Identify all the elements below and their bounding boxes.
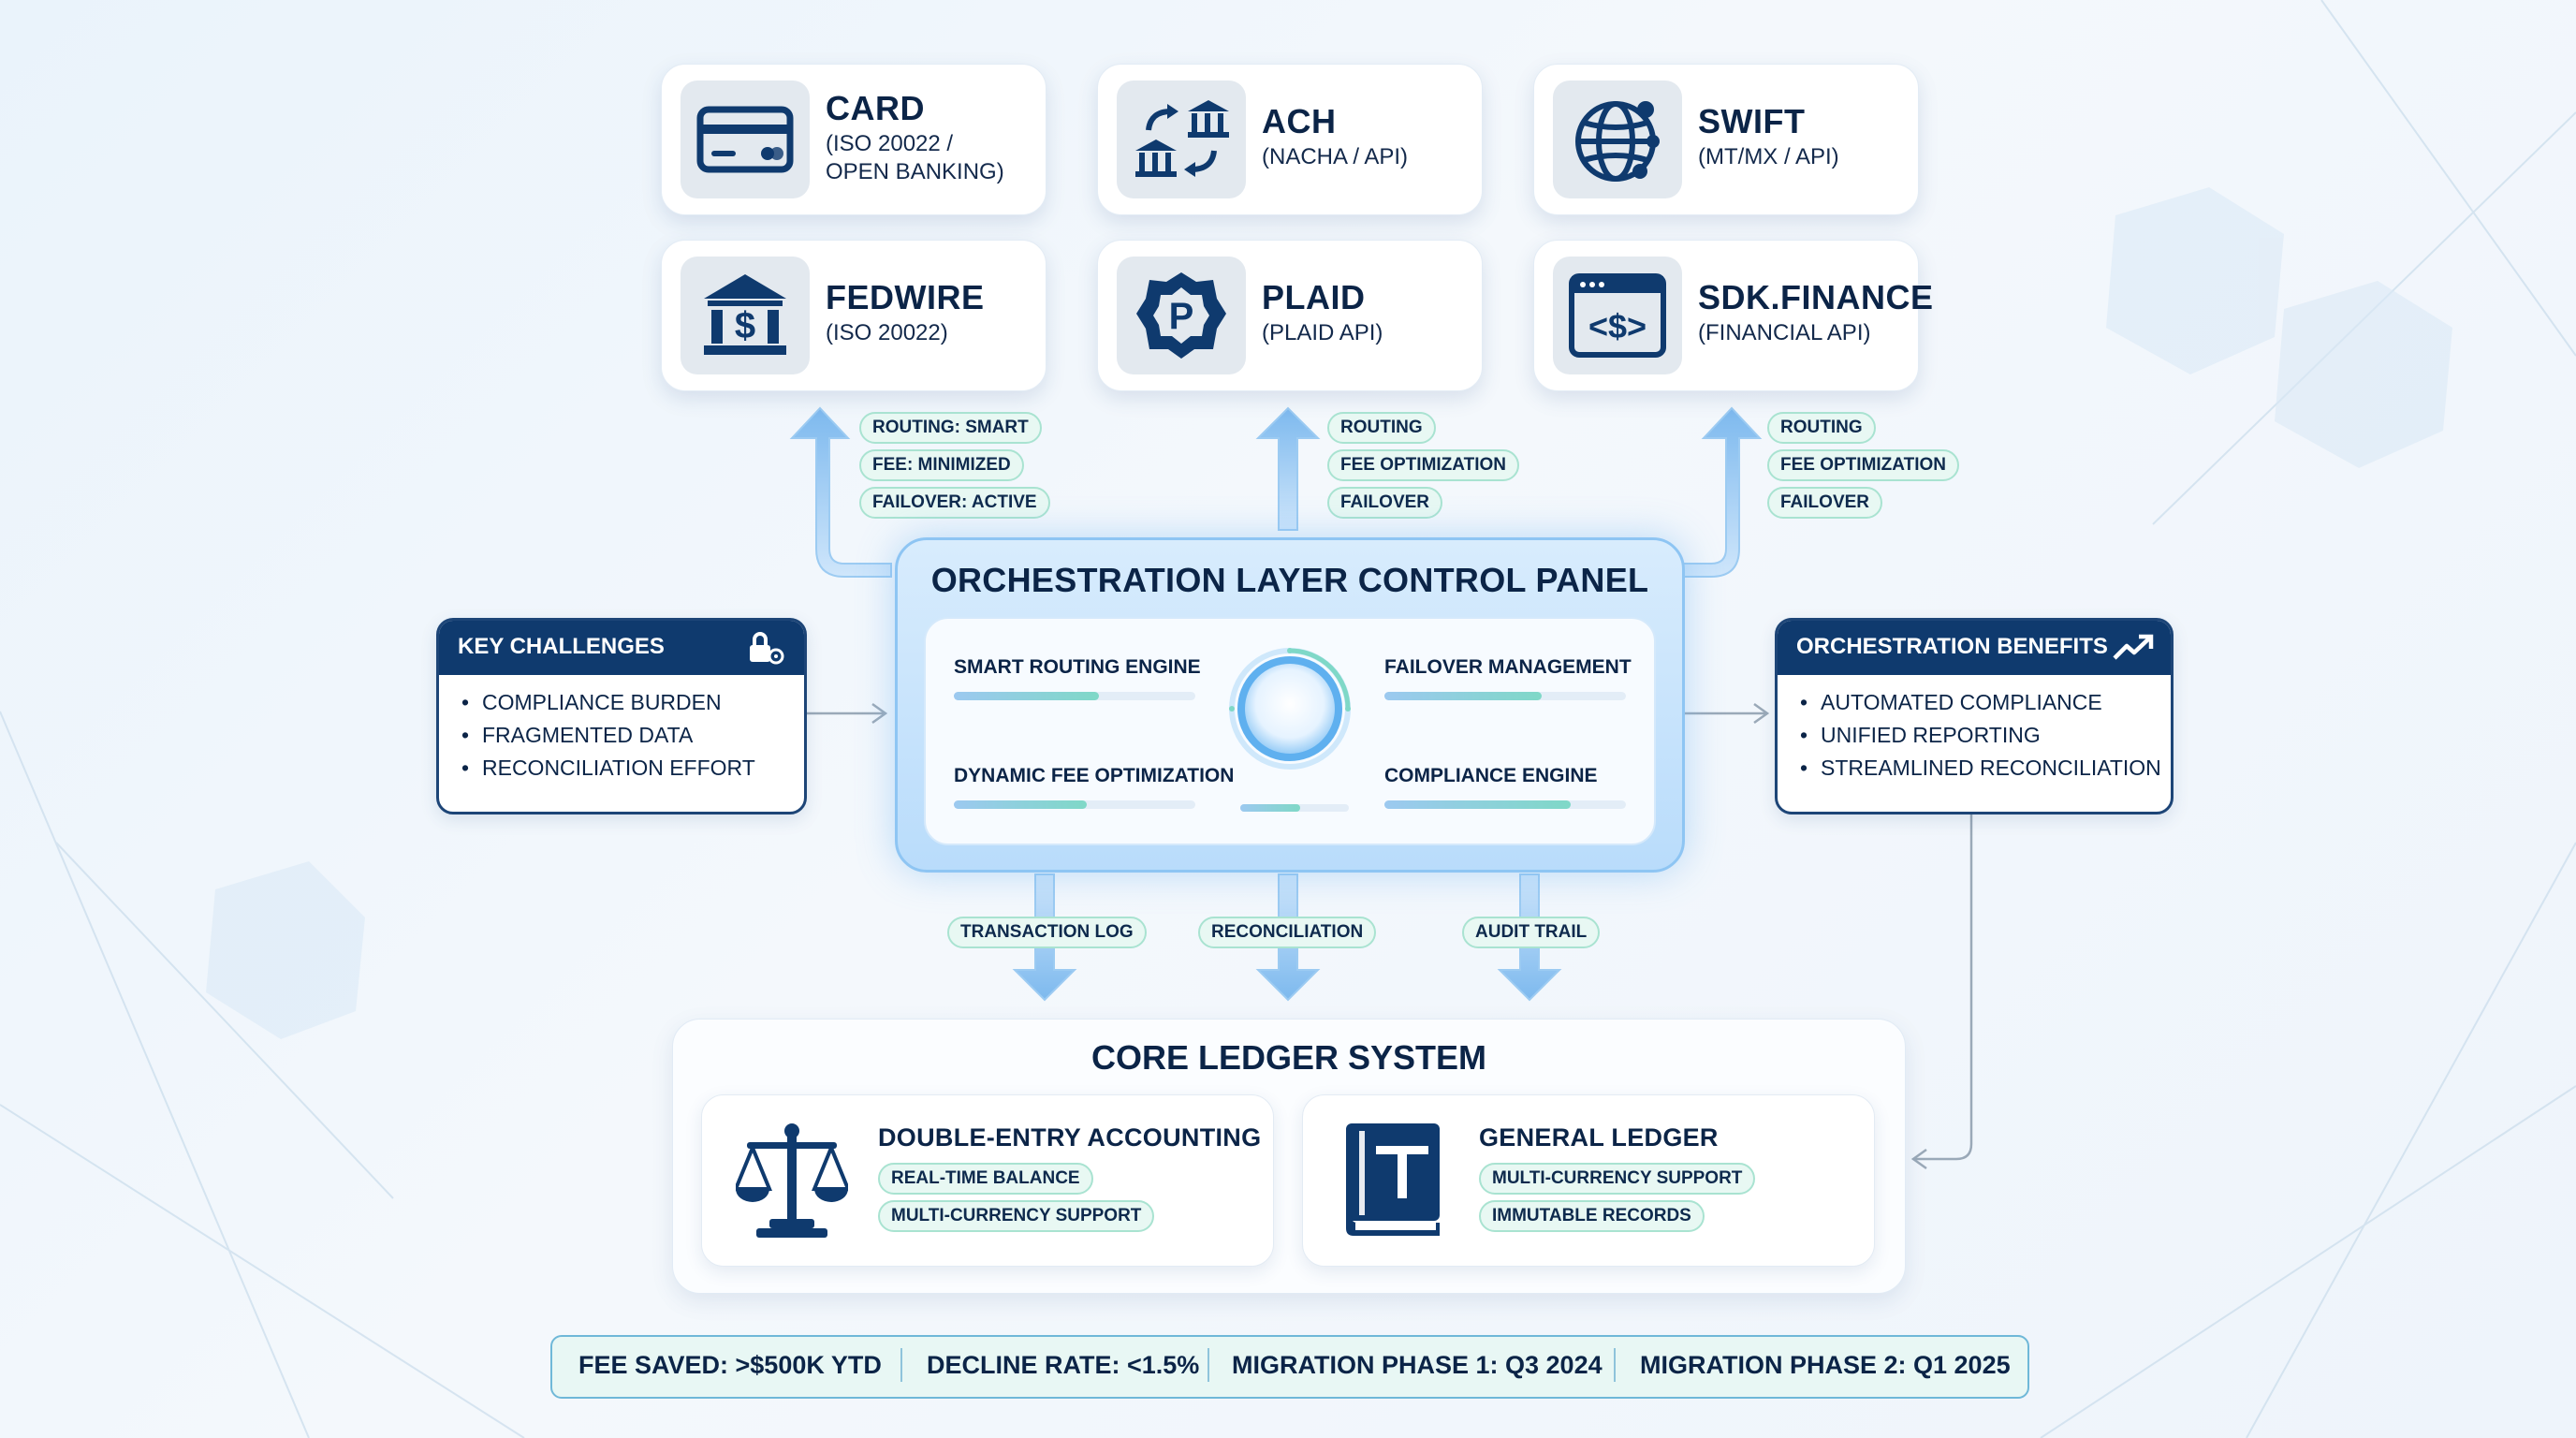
tag-immutable-records: IMMUTABLE RECORDS (1479, 1200, 1705, 1232)
double-entry-card: DOUBLE-ENTRY ACCOUNTING REAL-TIME BALANC… (701, 1094, 1274, 1267)
rail-subtitle: (ISO 20022) (826, 320, 948, 345)
list-item: AUTOMATED COMPLIANCE (1800, 686, 2161, 719)
orchestration-core-ring-icon (1229, 648, 1351, 770)
tag-multi-currency-support-gl: MULTI-CURRENCY SUPPORT (1479, 1163, 1756, 1195)
list-item: RECONCILIATION EFFORT (461, 752, 755, 785)
key-challenges-title: KEY CHALLENGES (458, 634, 665, 659)
bar-fill (954, 800, 1087, 809)
rail-name: ACH (1262, 102, 1337, 140)
rail-name: SWIFT (1698, 102, 1806, 140)
orchestration-benefits-list: AUTOMATED COMPLIANCEUNIFIED REPORTINGSTR… (1778, 686, 2161, 785)
up-tag: FAILOVER (1327, 487, 1443, 519)
rail-card-sdk-finance: <$> SDK.FINANCE (FINANCIAL API) (1533, 240, 1933, 391)
rail-name: SDK.FINANCE (1698, 278, 1934, 316)
orchestration-control-panel: ORCHESTRATION LAYER CONTROL PANEL SMART … (895, 537, 1685, 873)
key-challenges-box: KEY CHALLENGES COMPLIANCE BURDENFRAGMENT… (436, 618, 807, 814)
down-tag-audit-trail: AUDIT TRAIL (1462, 917, 1601, 948)
plaid-logo-icon: P (1117, 257, 1246, 374)
code-dollar-window-icon: <$> (1553, 257, 1682, 374)
card-icon (681, 81, 810, 198)
rail-name: PLAID (1262, 278, 1366, 316)
double-entry-title: DOUBLE-ENTRY ACCOUNTING (878, 1123, 1262, 1152)
up-tag: ROUTING (1327, 412, 1436, 444)
up-tag: FAILOVER (1767, 487, 1883, 519)
core-ledger-system: CORE LEDGER SYSTEM DOUBLE-ENTRY ACCOUNTI… (672, 1019, 1906, 1294)
rail-name: CARD (826, 89, 925, 127)
engine-bar-compliance (1384, 800, 1626, 809)
up-tag: FEE OPTIMIZATION (1767, 449, 1959, 481)
engine-bar-smart-routing (954, 692, 1195, 700)
rail-card-plaid: P PLAID (PLAID API) (1097, 240, 1483, 391)
rail-card-ach: ACH (NACHA / API) (1097, 64, 1483, 215)
svg-text:$: $ (735, 305, 755, 346)
rail-card-swift: SWIFT (MT/MX / API) (1533, 64, 1919, 215)
engine-label-failover: FAILOVER MANAGEMENT (1384, 656, 1632, 678)
list-item: FRAGMENTED DATA (461, 719, 755, 752)
rail-subtitle: (ISO 20022 / (826, 131, 954, 156)
orchestration-benefits-box: ORCHESTRATION BENEFITS AUTOMATED COMPLIA… (1775, 618, 2174, 814)
rail-name: FEDWIRE (826, 278, 985, 316)
panel-title: ORCHESTRATION LAYER CONTROL PANEL (930, 561, 1649, 599)
ledger-book-icon (1346, 1123, 1440, 1236)
engine-label-compliance: COMPLIANCE ENGINE (1384, 765, 1598, 786)
tag-multi-currency-support: MULTI-CURRENCY SUPPORT (878, 1200, 1155, 1232)
engine-label-dynamic-fee: DYNAMIC FEE OPTIMIZATION (954, 765, 1235, 786)
core-progress-bar (1240, 804, 1349, 812)
stats-bar: FEE SAVED: >$500K YTD DECLINE RATE: <1.5… (550, 1335, 2029, 1399)
tag-real-time-balance: REAL-TIME BALANCE (878, 1163, 1093, 1195)
stat-decline-rate: DECLINE RATE: <1.5% (927, 1351, 1200, 1379)
globe-network-icon (1553, 81, 1682, 198)
engine-bar-failover (1384, 692, 1626, 700)
list-item: COMPLIANCE BURDEN (461, 686, 755, 719)
panel-inner: SMART ROUTING ENGINE FAILOVER MANAGEMENT… (924, 617, 1656, 845)
rail-card-card: CARD (ISO 20022 / OPEN BANKING) (661, 64, 1046, 215)
general-ledger-title: GENERAL LEDGER (1479, 1123, 1719, 1152)
rail-subtitle: (NACHA / API) (1262, 144, 1409, 169)
down-tag-transaction-log: TRANSACTION LOG (947, 917, 1147, 948)
rail-subtitle: (FINANCIAL API) (1698, 320, 1871, 345)
bar-fill (1384, 800, 1571, 809)
scales-icon (736, 1123, 848, 1238)
stat-fee-saved: FEE SAVED: >$500K YTD (578, 1351, 882, 1379)
svg-text:<$>: <$> (1588, 307, 1647, 345)
ledger-title: CORE LEDGER SYSTEM (1090, 1038, 1487, 1077)
rail-card-fedwire: $ FEDWIRE (ISO 20022) (661, 240, 1046, 391)
bank-transfer-icon (1117, 81, 1246, 198)
key-challenges-list: COMPLIANCE BURDENFRAGMENTED DATARECONCIL… (439, 686, 755, 785)
rail-subtitle: (MT/MX / API) (1698, 144, 1839, 169)
list-item: UNIFIED REPORTING (1800, 719, 2161, 752)
up-tag: ROUTING: SMART (859, 412, 1042, 444)
up-tag: FEE OPTIMIZATION (1327, 449, 1519, 481)
general-ledger-card: GENERAL LEDGER MULTI-CURRENCY SUPPORT IM… (1302, 1094, 1875, 1267)
up-tag: FAILOVER: ACTIVE (859, 487, 1050, 519)
bank-dollar-icon: $ (681, 257, 810, 374)
lock-gear-icon (750, 632, 784, 665)
up-tag: ROUTING (1767, 412, 1876, 444)
list-item: STREAMLINED RECONCILIATION (1800, 752, 2161, 785)
engine-label-smart-routing: SMART ROUTING ENGINE (954, 656, 1201, 678)
bar-fill (1384, 692, 1542, 700)
engine-bar-dynamic-fee (954, 800, 1195, 809)
stat-migration-phase-2: MIGRATION PHASE 2: Q1 2025 (1640, 1351, 2011, 1379)
bar-fill (954, 692, 1099, 700)
trend-up-icon (2113, 634, 2154, 660)
orchestration-benefits-title: ORCHESTRATION BENEFITS (1796, 634, 2108, 659)
down-tag-reconciliation: RECONCILIATION (1198, 917, 1377, 948)
svg-text:P: P (1169, 296, 1194, 337)
stat-migration-phase-1: MIGRATION PHASE 1: Q3 2024 (1232, 1351, 1603, 1379)
rail-subtitle: OPEN BANKING) (826, 159, 1004, 184)
up-tag: FEE: MINIMIZED (859, 449, 1024, 481)
rail-subtitle: (PLAID API) (1262, 320, 1383, 345)
